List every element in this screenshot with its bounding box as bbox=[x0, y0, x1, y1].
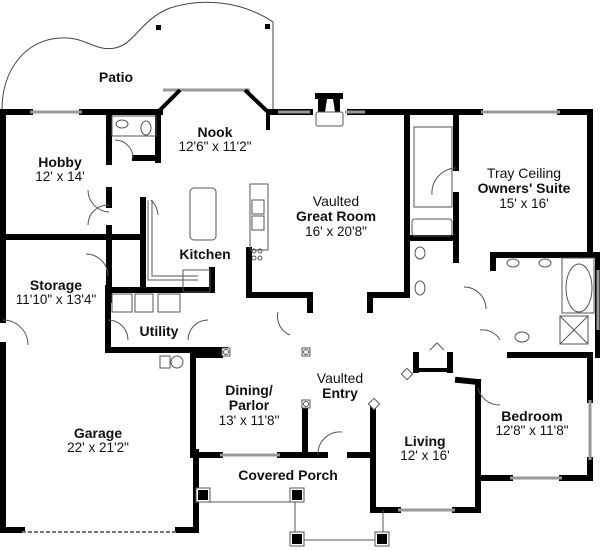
door-swings bbox=[2, 139, 501, 456]
room-dimensions: 15' x 16' bbox=[499, 195, 549, 211]
room-label-living: Living 12' x 16' bbox=[400, 433, 450, 464]
room-name: Storage bbox=[29, 277, 83, 293]
room-name: Great Room bbox=[295, 208, 377, 225]
room-name: Entry bbox=[322, 385, 358, 402]
room-label-owners-suite: Tray Ceiling Owners' Suite 15' x 16' bbox=[477, 165, 571, 212]
nook-bay bbox=[156, 88, 270, 130]
windows bbox=[30, 88, 600, 512]
room-dimensions: 16' x 20'8" bbox=[305, 223, 367, 239]
room-name: Bedroom bbox=[501, 408, 563, 424]
living-bay bbox=[416, 342, 450, 372]
room-dimensions: 12' x 16' bbox=[400, 448, 450, 464]
walls bbox=[0, 93, 600, 533]
room-dimensions: 11'10" x 13'4" bbox=[15, 292, 97, 308]
room-name: Nook bbox=[197, 124, 233, 140]
room-dimensions: 22' x 21'2" bbox=[67, 440, 129, 456]
room-name: Living bbox=[404, 433, 446, 449]
room-label-kitchen: Kitchen bbox=[179, 246, 231, 262]
room-label-patio: Patio bbox=[98, 69, 134, 85]
room-name: Covered Porch bbox=[238, 467, 338, 483]
room-prefix: Vaulted bbox=[316, 370, 364, 386]
room-label-hobby: Hobby 12' x 14' bbox=[35, 154, 85, 185]
room-label-bedroom: Bedroom 12'8" x 11'8" bbox=[495, 408, 569, 439]
kitchen-fixtures bbox=[111, 183, 269, 313]
room-name: Utility bbox=[139, 323, 179, 339]
room-prefix: Tray Ceiling bbox=[486, 165, 562, 181]
fireplace bbox=[315, 94, 344, 127]
room-name-line1: Dining/ bbox=[225, 382, 273, 398]
room-label-dining-parlor: Dining/ Parlor 13' x 11'8" bbox=[218, 382, 280, 429]
room-label-nook: Nook 12'6" x 11'2" bbox=[178, 124, 252, 155]
patio-outline bbox=[1, 1, 274, 111]
room-name: Garage bbox=[73, 425, 123, 441]
covered-porch-outline bbox=[195, 487, 390, 547]
room-name: Kitchen bbox=[179, 246, 231, 262]
room-name: Hobby bbox=[38, 154, 82, 170]
room-label-utility: Utility bbox=[139, 323, 179, 339]
room-dimensions: 12' x 14' bbox=[35, 169, 85, 185]
bath-fixtures bbox=[111, 115, 595, 345]
room-label-great-room: Vaulted Great Room 16' x 20'8" bbox=[295, 193, 377, 240]
room-dimensions: 12'6" x 11'2" bbox=[178, 139, 252, 155]
room-label-storage: Storage 11'10" x 13'4" bbox=[15, 277, 97, 308]
room-dimensions: 13' x 11'8" bbox=[218, 412, 280, 428]
room-name: Owners' Suite bbox=[477, 180, 571, 197]
room-dimensions: 12'8" x 11'8" bbox=[495, 423, 569, 439]
room-name: Patio bbox=[98, 69, 134, 85]
room-prefix: Vaulted bbox=[312, 193, 360, 209]
room-label-covered-porch: Covered Porch bbox=[238, 467, 338, 483]
room-label-garage: Garage 22' x 21'2" bbox=[67, 425, 129, 456]
patio-posts bbox=[156, 24, 270, 30]
room-name-line2: Parlor bbox=[228, 397, 270, 414]
room-label-entry: Vaulted Entry bbox=[316, 370, 364, 402]
columns bbox=[159, 347, 414, 411]
